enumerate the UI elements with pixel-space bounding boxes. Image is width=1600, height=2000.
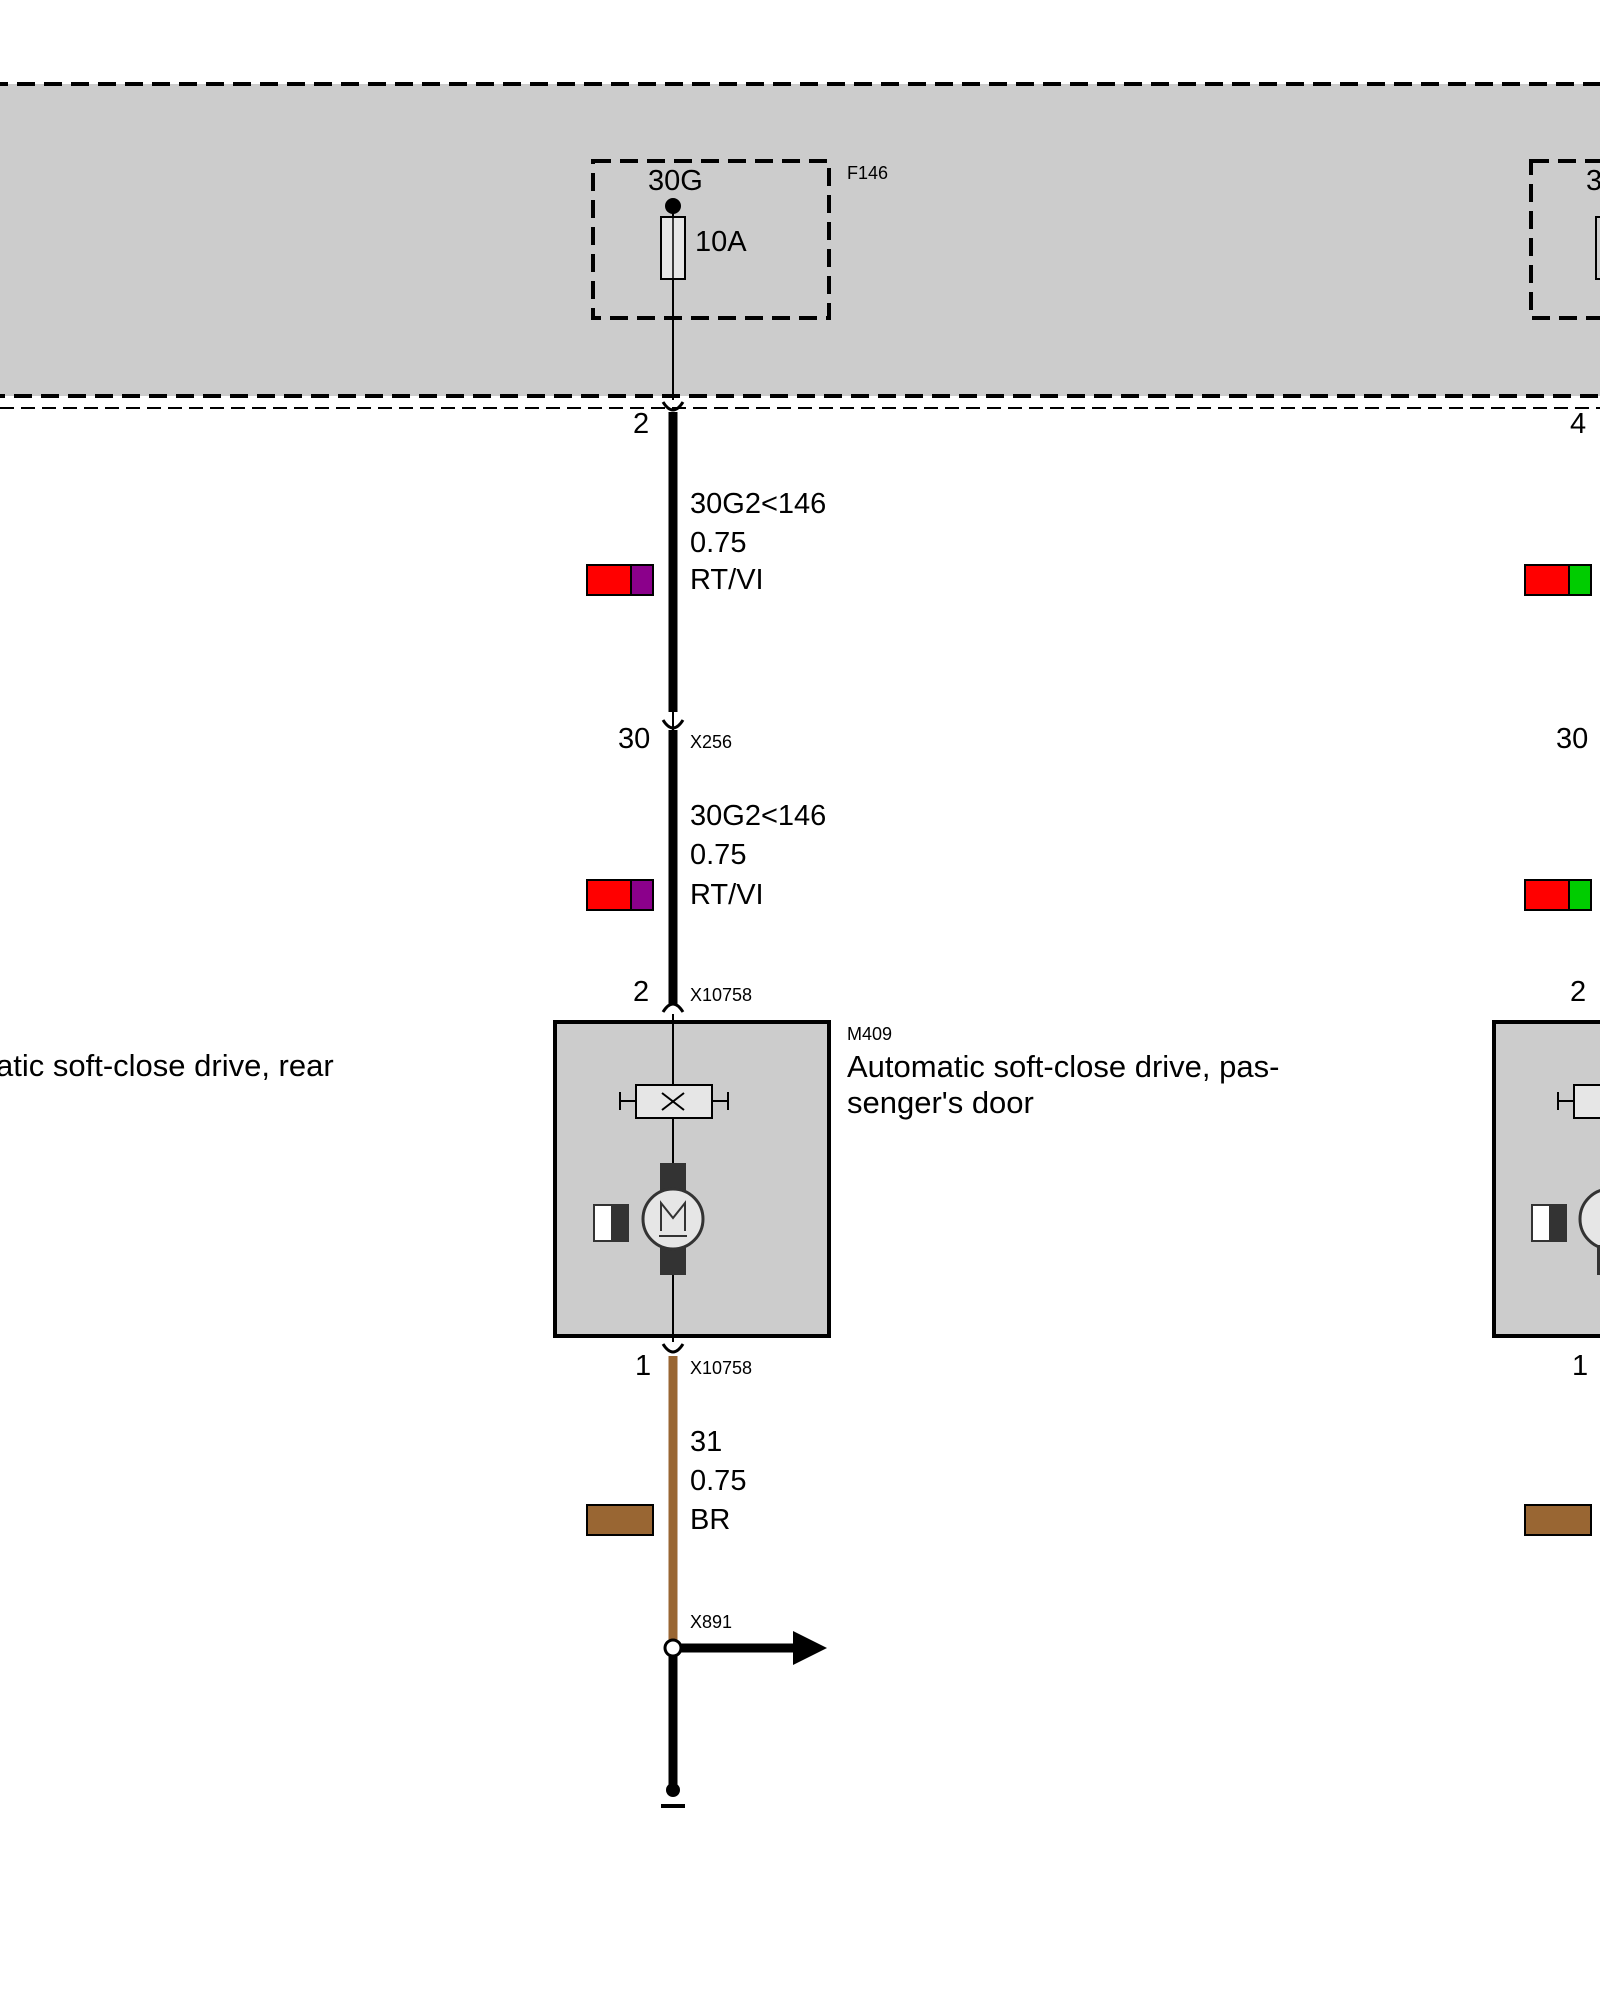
wire-1-color-code: RT/VI — [690, 564, 764, 596]
fuse-rating-label: 10A — [695, 226, 747, 258]
wire-1-color-swatch — [586, 564, 654, 596]
right-pin-out-label: 1 — [1572, 1350, 1588, 1382]
component-desc-line2: senger's door — [847, 1085, 1034, 1120]
wire-2-color-code: RT/VI — [690, 879, 764, 911]
fuse-right-partial-box — [1529, 159, 1600, 320]
wire-1-cross-section: 0.75 — [690, 527, 746, 559]
connector-in-symbol — [661, 1002, 685, 1013]
pin-in-label: 2 — [633, 976, 649, 1008]
fuse-right-partial-element — [1595, 216, 1600, 280]
wire-3-color-swatch — [586, 1504, 654, 1536]
fuse-f146-box — [591, 159, 831, 320]
component-desc-line1: Automatic soft-close drive, pas- — [847, 1049, 1279, 1084]
wire-3-cross-section: 0.75 — [690, 1465, 746, 1497]
right-pin-top-label: 4 — [1570, 408, 1586, 440]
arrow-right-icon — [793, 1631, 827, 1665]
right-motor-housing-icon — [1531, 1204, 1567, 1242]
left-component-description: atic soft-close drive, rear — [0, 1048, 334, 1083]
connector-in-label: X10758 — [690, 985, 752, 1005]
ptc-element-icon — [619, 1084, 729, 1119]
fuse-id-label: F146 — [847, 163, 888, 183]
pin-mid-label: 30 — [618, 723, 650, 755]
wire-2-color-swatch — [586, 879, 654, 911]
right-ptc-element-icon — [1557, 1084, 1600, 1119]
right-component-box — [1492, 1020, 1600, 1338]
fuse-module-box — [0, 82, 1600, 398]
component-m409-box — [553, 1020, 831, 1338]
motor-icon — [641, 1163, 705, 1275]
right-motor-icon — [1578, 1189, 1600, 1275]
connector-top-symbol — [661, 401, 685, 412]
right-wire-2-color-swatch — [1524, 879, 1592, 911]
motor-housing-icon — [593, 1204, 629, 1242]
wire-2-cross-section: 0.75 — [690, 839, 746, 871]
wire-3-signal: 31 — [690, 1426, 722, 1458]
fuse-right-partial-label: 3 — [1586, 165, 1600, 197]
right-pin-mid-label: 30 — [1556, 723, 1588, 755]
splice-node — [663, 1638, 683, 1658]
component-id-label: M409 — [847, 1024, 892, 1044]
wire-3-color-code: BR — [690, 1504, 730, 1536]
fuse-terminal-label: 30G — [648, 165, 703, 197]
wire-1-signal: 30G2<146 — [690, 488, 826, 520]
ground-node — [666, 1783, 680, 1797]
right-pin-in-label: 2 — [1570, 976, 1586, 1008]
right-wire-1-color-swatch — [1524, 564, 1592, 596]
pin-top-label: 2 — [633, 408, 649, 440]
connector-x256-label: X256 — [690, 732, 732, 752]
wire-2-signal: 30G2<146 — [690, 800, 826, 832]
connector-out-symbol — [661, 1343, 685, 1354]
right-wire-3-color-swatch — [1524, 1504, 1592, 1536]
pin-out-label: 1 — [635, 1350, 651, 1382]
connector-out-label: X10758 — [690, 1358, 752, 1378]
splice-label: X891 — [690, 1612, 732, 1632]
